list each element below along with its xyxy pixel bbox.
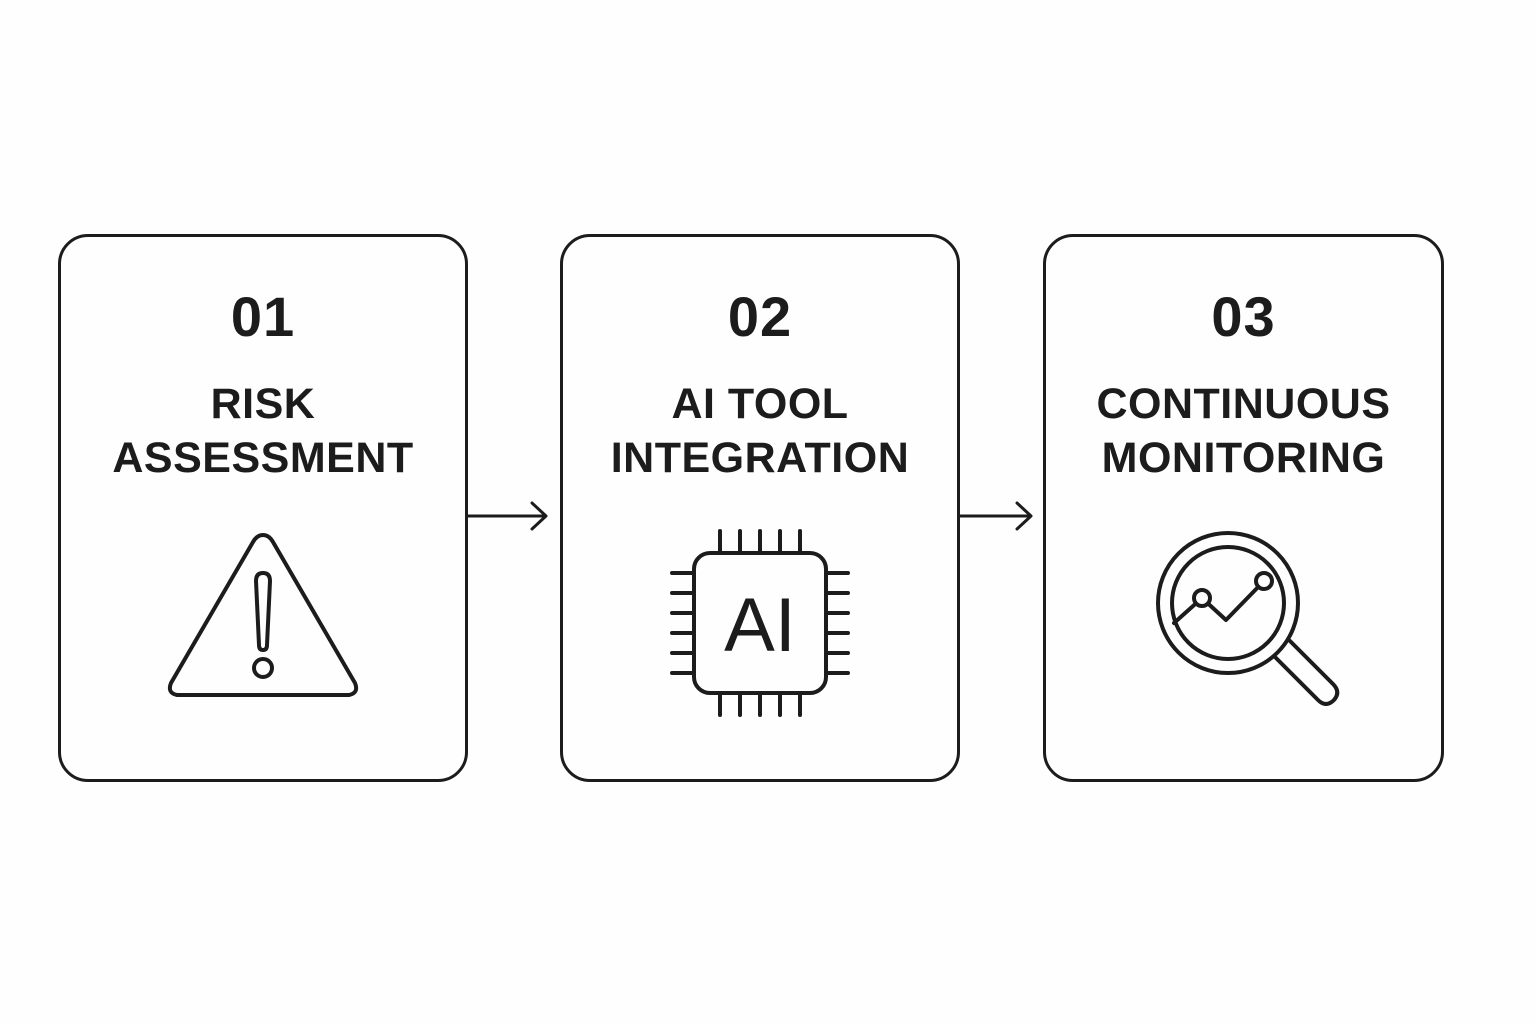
magnifier-chart-icon: [1046, 523, 1441, 723]
step-title-line: RISK: [210, 380, 316, 428]
step-number: 01: [230, 285, 296, 348]
step-card-continuous-monitoring: 03 CONTINUOUS MONITORING: [1043, 234, 1444, 782]
step-title-line: INTEGRATION: [610, 434, 910, 482]
step-title: RISK ASSESSMENT: [61, 377, 465, 485]
step-card-risk-assessment: 01 RISK ASSESSMENT: [58, 234, 468, 782]
step-card-ai-tool-integration: 02 AI TOOL INTEGRATION: [560, 234, 960, 782]
warning-triangle-icon: [61, 523, 465, 723]
flow-arrow-icon: [960, 496, 1035, 536]
step-title-line: ASSESSMENT: [112, 434, 414, 482]
step-title-line: CONTINUOUS: [1096, 380, 1391, 428]
ai-chip-icon: AI: [563, 523, 957, 723]
step-title-line: AI TOOL: [671, 380, 849, 428]
flow-arrow-icon: [468, 496, 550, 536]
step-title: CONTINUOUS MONITORING: [1046, 377, 1441, 485]
step-number: 03: [1211, 285, 1276, 348]
step-title-line: MONITORING: [1101, 434, 1386, 482]
step-number: 02: [727, 285, 793, 348]
step-title: AI TOOL INTEGRATION: [563, 377, 957, 485]
ai-chip-label: AI: [724, 583, 796, 668]
